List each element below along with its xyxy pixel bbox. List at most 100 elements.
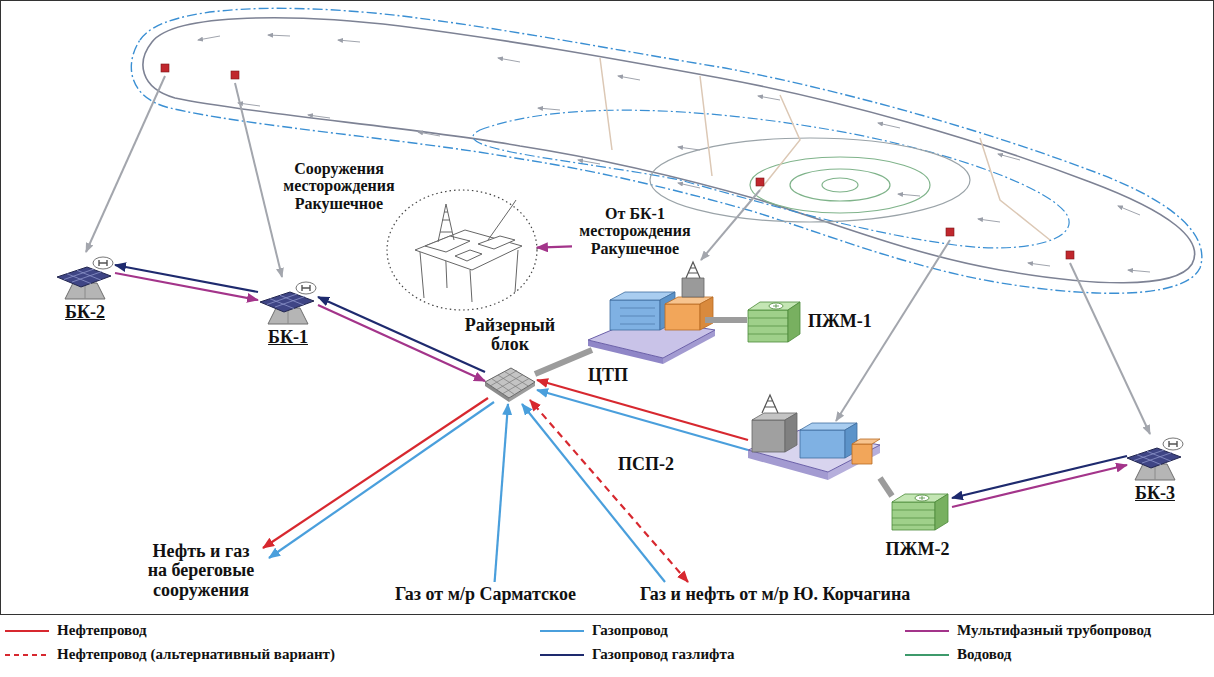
wellhead-platform-icon bbox=[260, 282, 316, 324]
well-leader-lines bbox=[86, 76, 1150, 434]
legend-item: Нефтепровод bbox=[5, 622, 147, 639]
riser-block-icon bbox=[491, 371, 529, 396]
platform-label: ПСП-2 bbox=[618, 455, 885, 474]
platform-label: ЦТП bbox=[588, 366, 718, 385]
riser-block-icon bbox=[485, 368, 535, 398]
production-platform-icon bbox=[852, 444, 872, 464]
field-map bbox=[758, 96, 780, 100]
living-quarters-icon bbox=[915, 495, 929, 501]
legend-label: Нефтепровод (альтернативный вариант) bbox=[57, 646, 335, 663]
field-map bbox=[538, 108, 560, 110]
legend-label: Мультифазный трубопровод bbox=[957, 622, 1151, 639]
field-map bbox=[978, 219, 1000, 222]
field-facilities-outline: Сооружения месторождения Ракушечное bbox=[278, 160, 548, 320]
field-map bbox=[1128, 270, 1150, 272]
pipeline-connector bbox=[263, 398, 488, 548]
platform-bridge bbox=[880, 478, 892, 496]
field-map bbox=[338, 40, 360, 42]
field-map bbox=[946, 228, 954, 236]
legend-line-sample bbox=[5, 653, 49, 655]
legend-line-sample bbox=[540, 626, 584, 636]
pipeline-connector bbox=[952, 456, 1127, 498]
wellhead-platform: БК-1 bbox=[258, 280, 318, 347]
production-platform-icon bbox=[852, 439, 880, 444]
destination-label: Нефть и газ на береговые сооружения bbox=[145, 542, 257, 600]
pipeline-connector bbox=[495, 404, 508, 582]
source-label: Газ и нефть от м/р Ю. Корчагина bbox=[640, 585, 910, 604]
legend-item: Газопровод газлифта bbox=[540, 646, 735, 663]
living-quarters-icon bbox=[892, 510, 935, 525]
living-quarters-icon bbox=[748, 310, 788, 342]
legend-label: Водовод bbox=[957, 646, 1011, 663]
living-quarters: ПЖМ-2 bbox=[880, 490, 955, 559]
field-map bbox=[618, 76, 640, 80]
riser-block: Райзерный блок bbox=[458, 316, 562, 403]
pipeline-connector bbox=[522, 404, 665, 582]
legend-line-sample bbox=[540, 629, 584, 631]
platform-bridge bbox=[535, 350, 592, 374]
field-map bbox=[198, 35, 1150, 272]
living-quarters-icon bbox=[919, 496, 925, 500]
field-map bbox=[161, 64, 169, 72]
living-quarters: ПЖМ-1 bbox=[745, 298, 872, 342]
well-leader-lines bbox=[701, 190, 760, 260]
legend-line-sample bbox=[5, 626, 49, 636]
wellhead-platform: БК-3 bbox=[1125, 436, 1185, 503]
field-map bbox=[498, 58, 520, 62]
production-platform-icon bbox=[762, 395, 778, 413]
source-label: От БК-1 месторождения Ракушечное bbox=[575, 205, 695, 257]
platform-label: БК-1 bbox=[258, 328, 318, 347]
field-map bbox=[750, 157, 930, 213]
platform-label: Райзерный блок bbox=[458, 316, 562, 355]
platform-bridge bbox=[705, 317, 747, 323]
field-map bbox=[578, 160, 600, 164]
legend-line-sample bbox=[905, 650, 949, 660]
field-map bbox=[790, 169, 890, 201]
field-map bbox=[600, 58, 1050, 240]
central-platform-icon bbox=[610, 300, 660, 330]
living-quarters-icon bbox=[892, 502, 935, 530]
field-map bbox=[898, 194, 920, 196]
living-quarters-icon bbox=[748, 318, 788, 334]
legend-line-sample bbox=[540, 653, 584, 655]
field-map bbox=[756, 178, 764, 186]
legend-line-sample bbox=[5, 650, 49, 660]
field-map bbox=[878, 123, 900, 128]
living-quarters-icon bbox=[892, 494, 948, 530]
well-leader-lines bbox=[235, 83, 282, 277]
wellhead-platform-icon bbox=[57, 257, 113, 299]
pipeline-connector bbox=[537, 390, 748, 450]
living-quarters-icon bbox=[788, 302, 800, 342]
legend-line-sample bbox=[5, 629, 49, 631]
legend-item: Мультифазный трубопровод bbox=[905, 622, 1151, 639]
central-platform-icon bbox=[686, 262, 700, 278]
well-leader-lines bbox=[86, 76, 165, 252]
pipeline-connector bbox=[115, 273, 258, 300]
field-map bbox=[143, 18, 1195, 283]
field-map bbox=[1028, 263, 1050, 266]
platform-label: ПЖМ-1 bbox=[808, 312, 872, 331]
field-map bbox=[998, 154, 1020, 160]
outline-ellipse bbox=[387, 190, 537, 310]
pipeline-connector bbox=[115, 265, 258, 292]
central-platform-icon bbox=[682, 278, 704, 297]
central-platform-icon bbox=[665, 304, 700, 330]
well-leader-lines bbox=[1070, 263, 1150, 434]
production-platform-icon bbox=[800, 430, 845, 458]
field-map bbox=[131, 8, 1202, 293]
central-platform-icon bbox=[588, 262, 715, 364]
legend-label: Газопровод газлифта bbox=[592, 646, 735, 663]
field-map bbox=[678, 147, 700, 150]
rakushechnoe-platform-drawing bbox=[415, 200, 522, 302]
pipeline-connector bbox=[530, 400, 688, 582]
legend-item: Газопровод bbox=[540, 622, 668, 639]
pipeline-source: Газ и нефть от м/р Ю. Корчагина bbox=[640, 585, 910, 604]
pipeline-source: Газ от м/р Сарматское bbox=[395, 585, 576, 604]
production-platform: ПСП-2 bbox=[615, 395, 885, 490]
platform-label: БК-3 bbox=[1125, 484, 1185, 503]
facility-label: Сооружения месторождения Ракушечное bbox=[278, 160, 400, 212]
central-platform-icon bbox=[700, 297, 713, 330]
rakushechnoe-platform-drawing bbox=[425, 236, 470, 252]
